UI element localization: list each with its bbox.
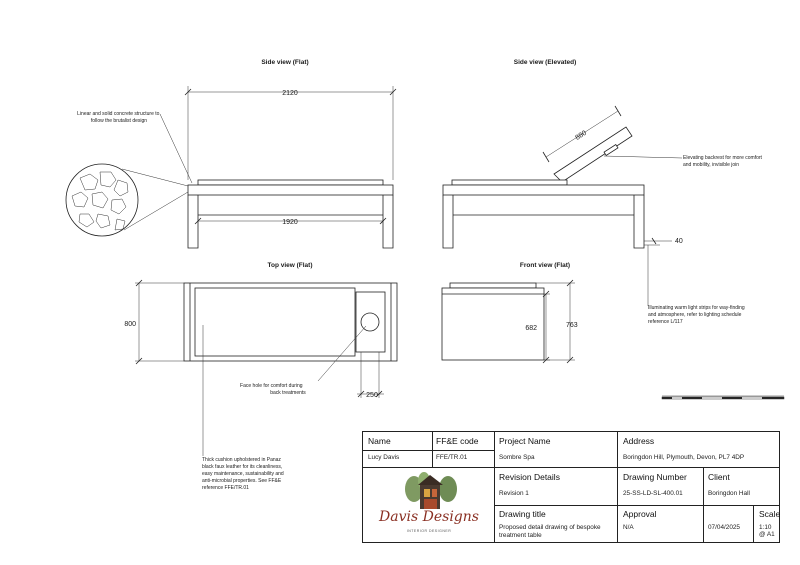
- revision-value: Revision 1: [499, 490, 529, 497]
- dim-front-height: 682: [525, 325, 537, 332]
- approval-value: N/A: [623, 524, 634, 531]
- dim-light-strip: 40: [675, 238, 683, 245]
- logo-tagline: INTERIOR DESIGNER: [406, 529, 452, 533]
- name-value: Lucy Davis: [368, 454, 400, 461]
- scale-value: 1:10 @ A1: [759, 524, 775, 538]
- project-name-label: Project Name: [499, 436, 551, 446]
- title-block: Name Lucy Davis FF&E code FFE/TR.01 Proj…: [362, 431, 780, 543]
- client-value: Boringdon Hall: [708, 490, 750, 497]
- revision-label: Revision Details: [499, 472, 560, 482]
- side-view-elevated-title: Side view (Elevated): [514, 59, 577, 66]
- scale-label: Scale: [759, 509, 781, 519]
- side-view-elevated: 880 40: [442, 105, 683, 306]
- dim-inner-length: 1920: [282, 219, 298, 226]
- address-value: Boringdon Hill, Plymouth, Devon, PL7 4DP: [623, 454, 745, 461]
- note-backrest: Elevating backrest for more comfort and …: [683, 155, 763, 168]
- logo-house-icon: [405, 472, 457, 509]
- dim-width: 800: [124, 321, 136, 328]
- dim-front-overall-height: 763: [566, 322, 578, 329]
- note-lighting: Illuminating warm light strips for way-f…: [648, 305, 746, 325]
- top-view-flat: 800 250: [124, 279, 398, 456]
- concrete-texture-detail: [65, 163, 139, 237]
- note-cushion: Thick cushion upholstered in Panaz black…: [202, 457, 285, 491]
- dim-overall-length: 2120: [282, 90, 298, 97]
- note-concrete: Linear and solid concrete structure to f…: [77, 111, 161, 124]
- face-hole: [360, 312, 380, 332]
- logo-brand-text: Davis Designs: [379, 509, 479, 525]
- address-label: Address: [623, 436, 655, 446]
- front-view-flat: 682 763: [441, 279, 578, 364]
- dim-face-hole: 250: [366, 392, 378, 399]
- top-view-flat-title: Top view (Flat): [267, 262, 312, 269]
- client-label: Client: [708, 472, 730, 482]
- davis-designs-logo: Davis Designs INTERIOR DESIGNER: [366, 467, 492, 540]
- drawing-number-value: 25-SS-LD-SL-400.01: [623, 490, 683, 497]
- side-view-flat-title: Side view (Flat): [261, 59, 308, 66]
- scale-bar: [661, 395, 785, 400]
- drawing-number-label: Drawing Number: [623, 472, 687, 482]
- side-view-flat: 2120 1920: [65, 86, 397, 249]
- front-view-flat-title: Front view (Flat): [520, 262, 570, 269]
- approval-label: Approval: [623, 509, 657, 519]
- note-face-hole: Face hole for comfort during back treatm…: [240, 383, 306, 396]
- ffe-code-value: FFE/TR.01: [436, 454, 468, 461]
- drawing-title-label: Drawing title: [499, 509, 546, 519]
- ffe-code-label: FF&E code: [436, 436, 479, 446]
- drawing-title-value: Proposed detail drawing of bespoke treat…: [499, 524, 601, 539]
- date-value: 07/04/2025: [708, 524, 740, 531]
- project-name-value: Sombre Spa: [499, 454, 535, 461]
- name-label: Name: [368, 436, 391, 446]
